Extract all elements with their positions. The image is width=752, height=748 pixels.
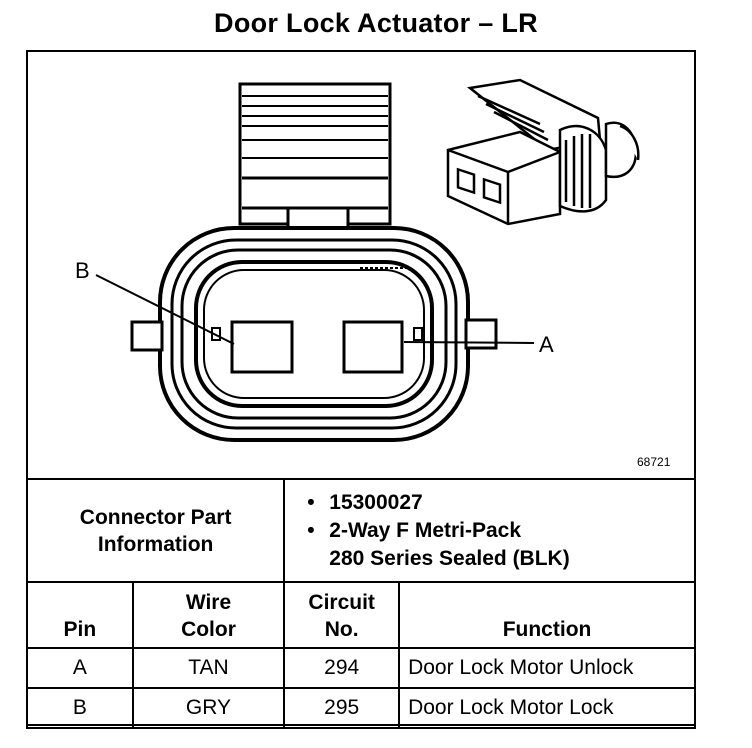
header-circuit: Circuit No. — [283, 581, 401, 649]
connector-info-table: Connector Part Information •15300027 •2-… — [25, 478, 696, 729]
pin-label-b: B — [75, 258, 90, 283]
pin-cell: B — [26, 687, 134, 729]
connector-latch — [238, 82, 392, 234]
table-header-row: Pin Wire Color Circuit No. Function — [26, 581, 696, 649]
connector-diagram — [95, 78, 640, 442]
table-row: A TAN 294 Door Lock Motor Unlock — [26, 647, 696, 689]
cavity-b — [230, 320, 294, 374]
header-pin: Pin — [26, 581, 134, 649]
diagram-title: Door Lock Actuator – LR — [214, 8, 538, 38]
connector-part-row: Connector Part Information •15300027 •2-… — [25, 478, 696, 583]
leader-line-b — [95, 274, 235, 345]
circuit-cell: 295 — [283, 687, 401, 729]
connector-body — [130, 226, 498, 442]
function-cell: Door Lock Motor Unlock — [398, 647, 696, 689]
function-cell: Door Lock Motor Lock — [398, 687, 696, 729]
part-description: 2-Way F Metri-Pack — [329, 518, 522, 542]
connector-part-details: •15300027 •2-Way F Metri-Pack 280 Series… — [283, 478, 696, 583]
connector-isometric-view — [446, 78, 640, 226]
connector-part-label: Connector Part Information — [25, 478, 286, 583]
header-function: Function — [398, 581, 696, 649]
pin-cell: A — [26, 647, 134, 689]
leader-line-a — [403, 341, 535, 344]
figure-reference-number: 68721 — [637, 455, 671, 469]
pin-label-a: A — [539, 332, 554, 357]
circuit-cell: 294 — [283, 647, 401, 689]
cavity-a — [342, 320, 404, 374]
wire-color-cell: TAN — [131, 647, 286, 689]
table-row: B GRY 295 Door Lock Motor Lock — [26, 687, 696, 729]
header-wire-color: Wire Color — [131, 581, 286, 649]
wire-color-cell: GRY — [131, 687, 286, 729]
part-number: 15300027 — [329, 490, 423, 514]
